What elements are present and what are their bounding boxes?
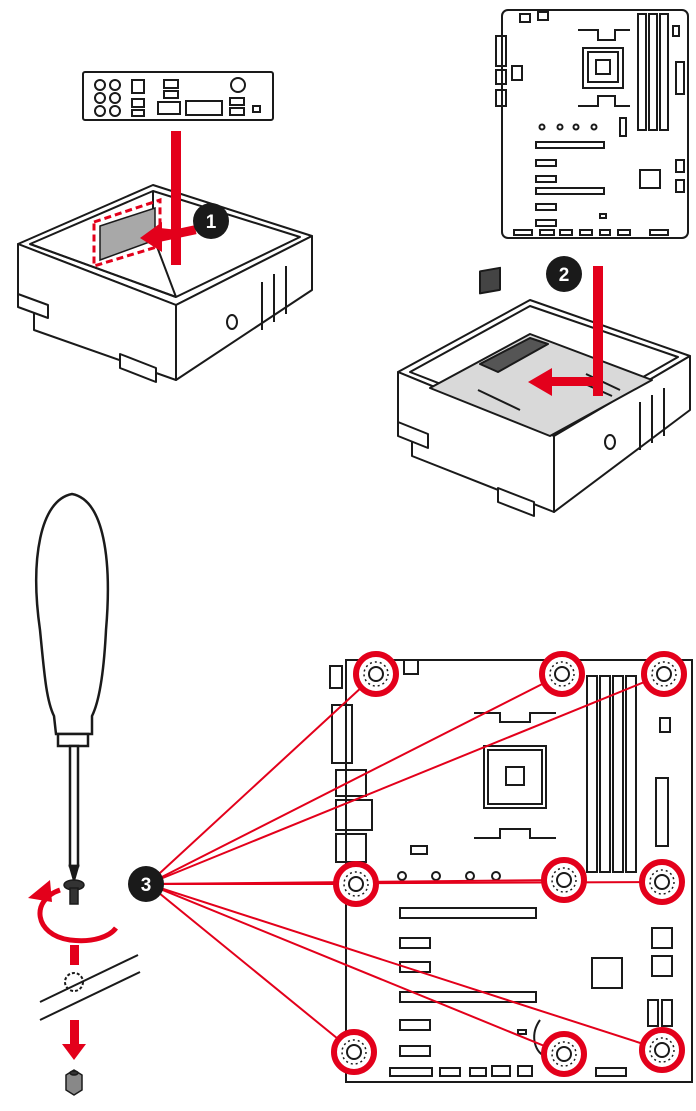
screw-hole-icon bbox=[639, 859, 685, 905]
pc-case-icon-2 bbox=[397, 266, 691, 517]
step3-down-arrows bbox=[62, 945, 86, 1060]
screw-hole-icon bbox=[641, 651, 687, 697]
screw-hole-icon bbox=[333, 861, 379, 907]
motherboard-icon bbox=[495, 9, 689, 239]
screwdriver-icon bbox=[35, 492, 110, 885]
io-shield-icon bbox=[82, 71, 274, 121]
screw-hole-icon bbox=[639, 1027, 685, 1073]
screw-hole-icon bbox=[539, 651, 585, 697]
pc-case-icon bbox=[17, 184, 313, 383]
step-badge-3: 3 bbox=[128, 866, 164, 902]
step-badge-2: 2 bbox=[546, 256, 582, 292]
screw-hole-icon bbox=[331, 1029, 377, 1075]
step2-arrows bbox=[528, 266, 603, 396]
screw-hole-icon bbox=[353, 651, 399, 697]
screw-hole-icon bbox=[541, 857, 587, 903]
step-badge-1: 1 bbox=[193, 203, 229, 239]
step1-arrows bbox=[140, 131, 197, 265]
screw-guide-lines bbox=[147, 673, 665, 1055]
screw-hole-markers bbox=[331, 651, 687, 1077]
mount-plate-icon bbox=[39, 954, 141, 1021]
step-number-2: 2 bbox=[559, 265, 570, 286]
step-number-3: 3 bbox=[141, 875, 152, 896]
standoff-icon bbox=[65, 1069, 83, 1096]
screw-icon bbox=[63, 879, 85, 905]
rotate-arrow-icon bbox=[28, 880, 118, 944]
motherboard-large-icon bbox=[329, 659, 693, 1083]
step-number-1: 1 bbox=[206, 212, 217, 233]
screw-hole-icon bbox=[541, 1031, 587, 1077]
